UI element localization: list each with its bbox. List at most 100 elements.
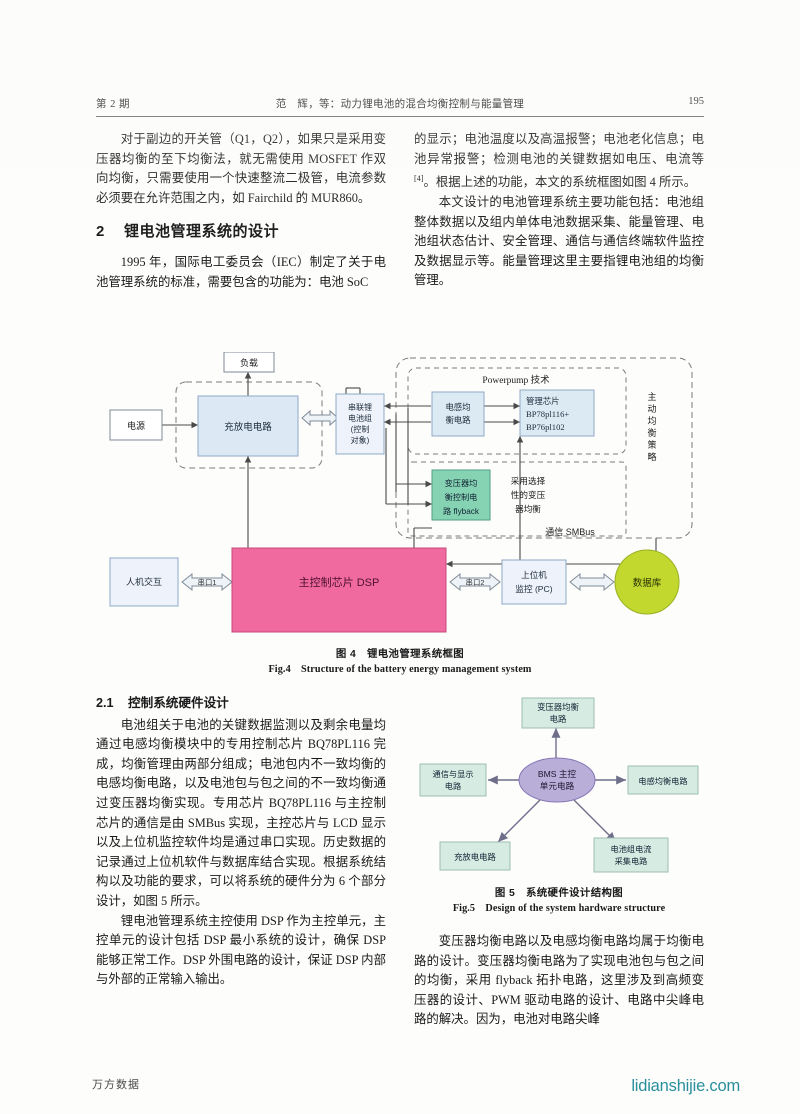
fig4-active-strategy-group (395, 357, 693, 539)
fig5-box-transformer-balance (521, 697, 595, 729)
fig5-box-comm-display (419, 763, 487, 797)
fig4-double-arrow-charge-battery (301, 409, 339, 427)
fig4-label-selective-1: 采用选择 (511, 475, 546, 486)
fig4-box-inductor-balance (431, 391, 485, 437)
section-heading-2-1: 2.1 控制系统硬件设计 (96, 694, 386, 714)
fig4-label-serial-1: 串口1 (198, 578, 217, 587)
fig5-label-right: 电感均衡电路 (638, 776, 687, 786)
left-column-top: 对于副边的开关管（Q1，Q2），如果只是采用变压器均衡的至下均衡法，就无需使用 … (96, 130, 386, 292)
citation-ref-4: [4] (414, 174, 424, 184)
site-watermark: lidianshijie.com (631, 1077, 740, 1095)
figure-5-caption-en: Fig.5 Design of the system hardware stru… (452, 903, 666, 914)
fig4-label-selective-2: 性的变压 (511, 489, 546, 500)
left-column-bottom: 2.1 控制系统硬件设计 电池组关于电池的关键数据监测以及剩余电量均通过电感均衡模… (96, 694, 386, 990)
right-para-2: 本文设计的电池管理系统主要功能包括：电池组整体数据以及组内单体电池数据采集、能量… (414, 194, 704, 288)
section-heading-2: 2 锂电池管理系统的设计 (96, 222, 386, 242)
fig5-label-bottom-left: 充放电电路 (454, 852, 496, 862)
fig4-ellipse-database (614, 549, 680, 615)
fig5-label-center-1: BMS 主控 (538, 768, 577, 779)
page-number: 195 (688, 96, 704, 107)
fig4-label-management-chip-3: BP76pl102 (526, 422, 565, 432)
fig4-label-inductor-balance-2: 衡电路 (445, 415, 471, 425)
fig4-box-management-chip (519, 389, 595, 437)
section-2-number: 2 (96, 223, 105, 241)
fig4-label-host-pc-1: 上位机 (521, 569, 547, 580)
figure-5-diagram: 变压器均衡 电路 通信与显示 电路 电感均衡电路 充放电电路 电池组电流 采集电… (419, 697, 699, 873)
fig5-box-current-sampling (593, 837, 669, 873)
figure-4-caption-cn: 图 4 锂电池管理系统框图 (335, 649, 465, 660)
fig4-label-inductor-balance-1: 电感均 (445, 402, 470, 412)
fig4-double-arrow-pc-db (569, 572, 615, 592)
fig4-label-battery-pack-1: 串联锂 (348, 402, 372, 412)
fig4-box-host-pc (501, 559, 567, 605)
fig4-box-dsp (231, 547, 447, 633)
fig4-box-hmi (109, 557, 179, 607)
fig5-label-left-2: 电路 (445, 781, 461, 791)
right-para-1: 的显示；电池温度以及高温报警；电池老化信息；电池异常报警；检测电池的关键数据如电… (414, 130, 704, 193)
fig4-label-strategy-6: 略 (647, 451, 656, 462)
fig4-label-transformer-balance-1: 变压器均 (445, 478, 478, 488)
fig5-box-charge-discharge (439, 841, 511, 871)
fig4-label-battery-pack-3: (控制 (351, 424, 370, 434)
fig5-arrow-to-bottom-left (497, 799, 541, 843)
fig4-label-management-chip-1: 管理芯片 (526, 396, 560, 406)
right-para-1-text: 的显示；电池温度以及高温报警；电池老化信息；电池异常报警；检测电池的关键数据如电… (414, 132, 704, 166)
fig4-label-strategy-4: 衡 (647, 427, 656, 438)
fig4-label-smbus: 通信 SMBus (545, 526, 595, 537)
fig5-label-bottom-right-1: 电池组电流 (611, 844, 652, 854)
fig4-label-hmi: 人机交互 (126, 576, 162, 587)
left-para-4: 锂电池管理系统主控使用 DSP 作为主控单元，主控单元的设计包括 DSP 最小系… (96, 913, 386, 987)
wanfang-watermark: 万方数据 (92, 1079, 140, 1091)
section-2-title: 锂电池管理系统的设计 (124, 223, 280, 241)
fig4-label-strategy-3: 均 (647, 415, 656, 426)
fig5-ellipse-bms-core (518, 757, 596, 803)
fig5-label-left-1: 通信与显示 (433, 769, 474, 779)
fig4-powerpump-group (407, 367, 627, 455)
fig4-box-charge-discharge (197, 395, 299, 457)
fig4-box-transformer-balance (431, 469, 491, 521)
left-para-2: 1995 年，国际电工委员会（IEC）制定了关于电池管理系统的标准，需要包含的功… (96, 254, 386, 289)
issue-label: 第 2 期 (96, 99, 130, 110)
fig4-double-arrow-dsp-pc (449, 572, 501, 592)
fig4-label-strategy-1: 主 (647, 391, 656, 402)
figure-4-caption-en: Fig.4 Structure of the battery energy ma… (268, 664, 532, 675)
figure-5-caption-cn: 图 5 系统硬件设计结构图 (494, 888, 624, 899)
fig4-label-battery-pack-4: 对象) (351, 435, 370, 445)
fig4-box-power-source (109, 409, 163, 441)
fig4-label-serial-2: 串口2 (466, 578, 485, 587)
fig4-label-powerpump: Powerpump 技术 (482, 374, 550, 386)
fig4-label-power-source: 电源 (127, 420, 145, 431)
header-rule (96, 116, 704, 117)
left-para-3: 电池组关于电池的关键数据监测以及剩余电量均通过电感均衡模块中的专用控制芯片 BQ… (96, 717, 386, 908)
fig4-label-database: 数据库 (633, 577, 662, 589)
fig4-label-load: 负载 (240, 357, 258, 368)
figure-5: 变压器均衡 电路 通信与显示 电路 电感均衡电路 充放电电路 电池组电流 采集电… (414, 692, 704, 924)
section-21-number: 2.1 (96, 696, 114, 710)
fig5-label-bottom-right-2: 采集电路 (615, 856, 648, 866)
fig4-label-management-chip-2: BP78pl116+ (526, 409, 569, 419)
fig5-label-center-2: 单元电路 (540, 780, 575, 791)
fig5-arrow-to-bottom-right (573, 799, 617, 843)
fig4-label-host-pc-2: 监控 (PC) (515, 583, 552, 594)
fig5-label-top-1: 变压器均衡 (537, 702, 579, 712)
fig4-label-strategy-5: 策 (647, 439, 656, 450)
fig4-label-transformer-balance-3: 路 flyback (443, 506, 480, 516)
fig4-label-dsp: 主控制芯片 DSP (299, 575, 380, 589)
fig4-label-battery-pack-2: 电池组 (348, 413, 372, 423)
fig4-box-load (223, 352, 275, 373)
fig5-label-top-2: 电路 (550, 714, 567, 724)
fig4-charge-group (175, 381, 323, 469)
figure-4: 电源 负载 充放电电路 串联锂 电池组 (控制 对象) Powerpump 技术… (96, 352, 704, 675)
fig4-label-transformer-balance-2: 衡控制电 (445, 492, 478, 502)
figure-4-diagram: 电源 负载 充放电电路 串联锂 电池组 (控制 对象) Powerpump 技术… (109, 352, 693, 633)
right-column-bottom: 变压器均衡电路以及电感均衡电路均属于均衡电路的设计。变压器均衡电路为了实现电池包… (414, 932, 704, 1030)
fig5-box-inductor-balance (627, 765, 699, 795)
running-head: 第 2 期 范 辉，等：动力锂电池的混合均衡控制与能量管理 195 (96, 96, 704, 116)
fig4-label-strategy-2: 动 (647, 404, 656, 414)
fig4-label-selective-3: 器均衡 (515, 503, 541, 514)
article-title: 范 辉，等：动力锂电池的混合均衡控制与能量管理 (275, 99, 525, 110)
right-para-1-tail: 。根据上述的功能，本文的系统框图如图 4 所示。 (423, 175, 697, 190)
section-21-title: 控制系统硬件设计 (128, 696, 229, 710)
right-column-top: 的显示；电池温度以及高温报警；电池老化信息；电池异常报警；检测电池的关键数据如电… (414, 130, 704, 291)
